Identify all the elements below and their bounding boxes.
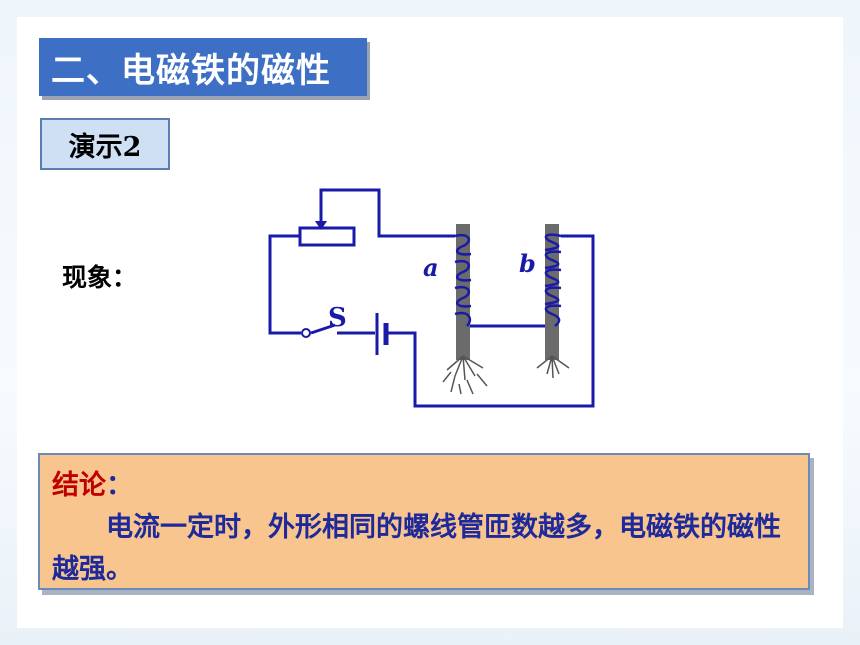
wire-rheostat-top (319, 188, 455, 238)
demo-label-text: 演示2 (68, 131, 142, 163)
section-heading-text: 二、电磁铁的磁性 (51, 50, 331, 91)
switch-contact (301, 328, 311, 338)
iron-core-a (456, 224, 470, 360)
coil-label-b: b (519, 249, 536, 278)
coil-label-a: a (423, 253, 439, 282)
electromagnet-circuit-diagram: a b S (268, 188, 595, 408)
coil-a (454, 233, 472, 327)
conclusion-colon: ： (106, 470, 133, 501)
phenomenon-label: 现象： (62, 263, 138, 292)
conclusion-title: 结论 (52, 470, 106, 501)
conclusion-heading: 结论： (52, 465, 796, 507)
rheostat (298, 226, 356, 247)
switch-label: S (328, 303, 347, 333)
section-heading: 二、电磁铁的磁性 (39, 38, 367, 96)
conclusion-text: 电流一定时，外形相同的螺线管匝数越多，电磁铁的磁性越强。 (52, 512, 781, 585)
rheostat-slider-arrow (315, 221, 327, 230)
wire-left (268, 234, 301, 335)
switch-arm (310, 323, 336, 335)
attracted-nails-a (442, 355, 488, 395)
circuit-wires (268, 188, 595, 408)
demo-label-box: 演示2 (40, 118, 170, 170)
coil-b (544, 233, 562, 327)
wire-bottom-right (388, 234, 595, 408)
attracted-nails-b (536, 355, 570, 379)
conclusion-box: 结论： 电流一定时，外形相同的螺线管匝数越多，电磁铁的磁性越强。 (38, 453, 810, 590)
